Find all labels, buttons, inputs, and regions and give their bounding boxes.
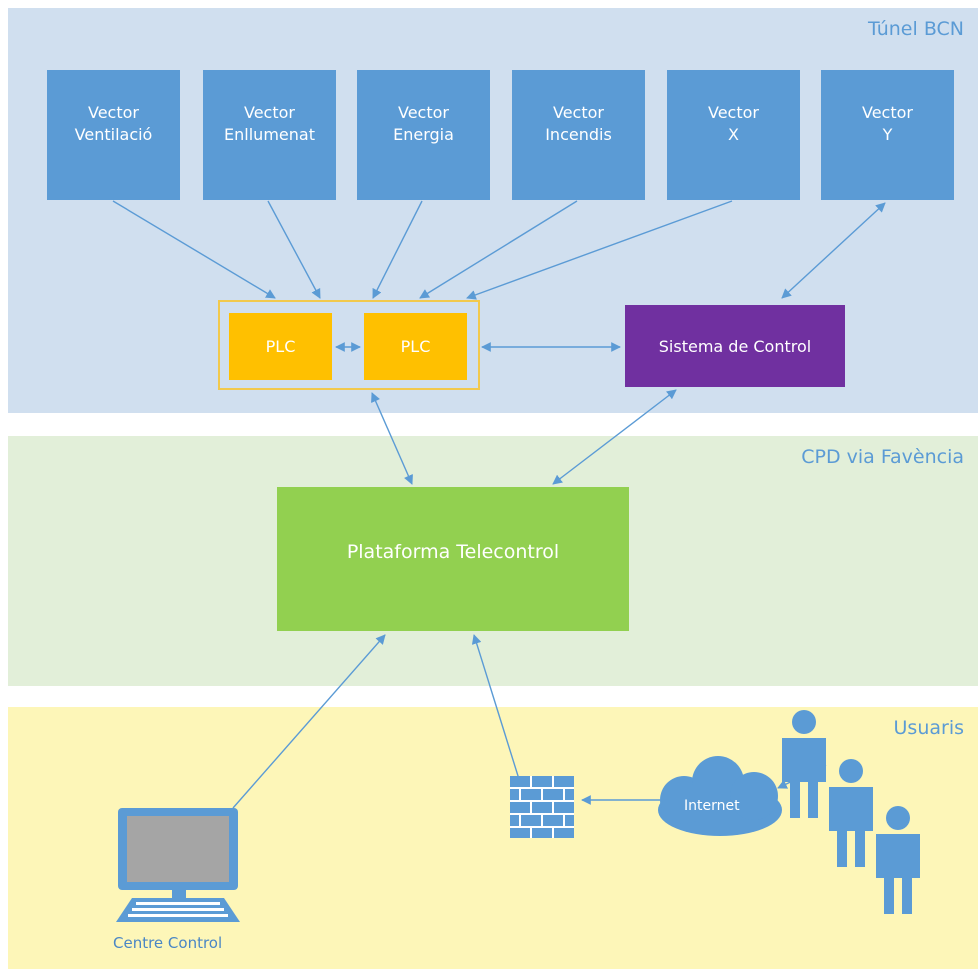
vector-energia-box: Vector Energia [357, 70, 490, 200]
arrow-control-platform [552, 389, 677, 485]
arrow-incendis-plc [419, 200, 578, 299]
vector-y-line2: Y [882, 125, 893, 144]
arrow-enllumenat-plc [267, 200, 321, 299]
control-system-label: Sistema de Control [658, 336, 812, 356]
vector-enllumenat-box: Vector Enllumenat [203, 70, 336, 200]
firewall-icon [510, 776, 574, 838]
vector-incendis-line2: Incendis [545, 125, 612, 144]
zone-tunnel-label: Túnel BCN [868, 18, 964, 40]
arrow-y-control [781, 202, 886, 299]
vector-enllumenat-line1: Vector [244, 103, 295, 122]
computer-icon [116, 808, 240, 922]
plc-2-label: PLC [400, 337, 431, 356]
centre-control-label: Centre Control [113, 934, 223, 952]
plc-1-label: PLC [265, 337, 296, 356]
control-system-box: Sistema de Control [625, 305, 845, 387]
arrow-computer-platform [232, 634, 386, 809]
vector-enllumenat-line2: Enllumenat [224, 125, 315, 144]
arrow-ventilacio-plc [112, 200, 276, 299]
vector-ventilacio-line2: Ventilació [74, 125, 153, 144]
users-icon [782, 710, 920, 914]
cloud-icon [658, 756, 782, 836]
vector-ventilacio-box: Vector Ventilació [47, 70, 180, 200]
vector-x-line2: X [728, 125, 739, 144]
vector-x-box: Vector X [667, 70, 800, 200]
zone-users-label: Usuaris [893, 717, 964, 739]
vector-y-line1: Vector [862, 103, 913, 122]
plc-1-box: PLC [229, 313, 332, 380]
vector-energia-line2: Energia [393, 125, 454, 144]
vector-incendis-box: Vector Incendis [512, 70, 645, 200]
arrow-x-plc [466, 200, 733, 300]
vector-energia-line1: Vector [398, 103, 449, 122]
arrow-plc-platform [371, 392, 413, 485]
arrow-energia-plc [372, 200, 423, 299]
vector-y-box: Vector Y [821, 70, 954, 200]
vector-x-line1: Vector [708, 103, 759, 122]
vector-ventilacio-line1: Vector [88, 103, 139, 122]
plc-2-box: PLC [364, 313, 467, 380]
plc-group [218, 300, 480, 390]
platform-box: Plataforma Telecontrol [277, 487, 629, 631]
zone-cpd-label: CPD via Favència [801, 446, 964, 468]
platform-label: Plataforma Telecontrol [346, 541, 560, 563]
internet-label: Internet [684, 798, 740, 814]
vector-incendis-line1: Vector [553, 103, 604, 122]
